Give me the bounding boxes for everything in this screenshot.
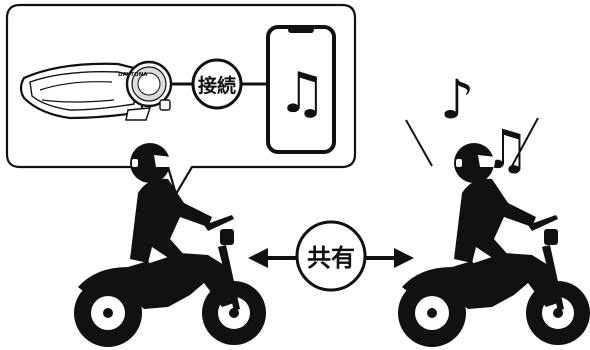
connect-badge: 接続: [193, 60, 241, 108]
intercom-device-icon: [21, 62, 171, 120]
sound-ray-left: [406, 120, 432, 166]
smartphone-icon: ♫: [268, 27, 334, 152]
share-label: 共有: [307, 244, 355, 272]
music-note-icon: ♪: [440, 68, 474, 131]
music-note-icon: ♫: [277, 61, 327, 126]
connect-label: 接続: [198, 74, 236, 97]
brand-label: DAYTONA: [118, 72, 148, 78]
share-badge: 共有: [297, 222, 365, 290]
